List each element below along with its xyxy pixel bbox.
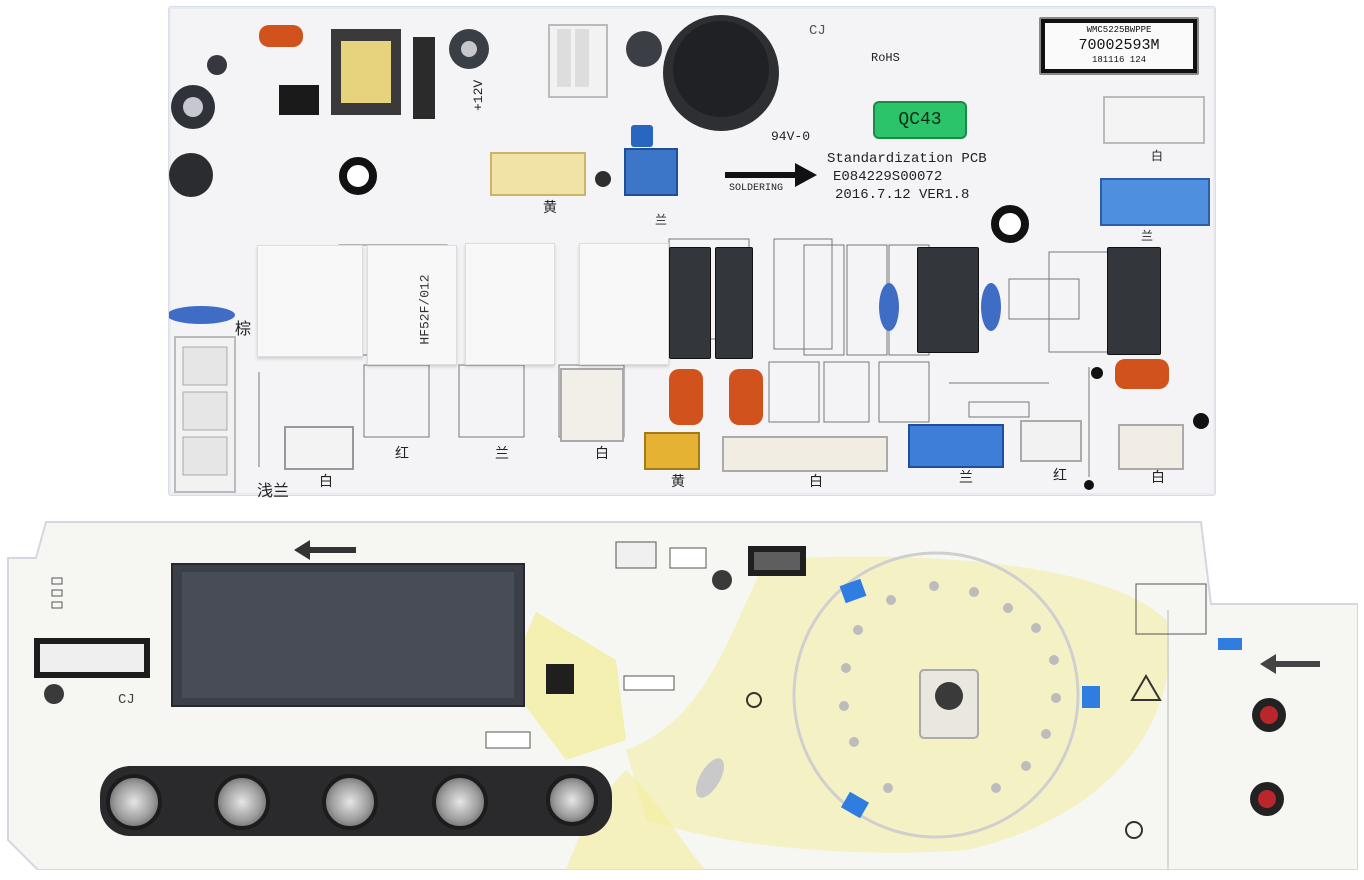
display-board-code: CJ: [118, 692, 135, 708]
relay: HF52F/012: [367, 245, 457, 365]
relay-dark: [1107, 247, 1161, 355]
product-label-sticker: WMC5225BWPPE 70002593M 181116 124: [1039, 17, 1199, 75]
voltage-label: +12V: [471, 79, 486, 111]
connector-label-cn4: 红: [395, 447, 409, 463]
connector-label-cn5: 兰: [655, 214, 668, 228]
function-button-4[interactable]: [432, 774, 488, 830]
display-control-board: CJ: [6, 520, 1358, 870]
relay-dark: [669, 247, 711, 359]
relay: [579, 243, 669, 365]
connector-label-bottom-left: 浅兰: [257, 483, 290, 501]
connector-label-cn6: 白: [809, 475, 823, 491]
mounting-hole: [339, 157, 377, 195]
connector-label-cn14: 兰: [1141, 230, 1154, 244]
relay: [465, 243, 555, 365]
connector-label-cn10: 白: [319, 475, 333, 491]
soldering-direction: SOLDERING: [729, 183, 784, 194]
standardization-text: Standardization PCB: [827, 151, 987, 167]
connector-label-cn8: 黄: [543, 201, 557, 217]
label-line-2: 70002593M: [1078, 37, 1160, 54]
relay: [257, 245, 363, 357]
power-button[interactable]: [1252, 698, 1286, 732]
program-selector-knob[interactable]: [920, 670, 978, 738]
function-button-3[interactable]: [322, 774, 378, 830]
relay-dark: [715, 247, 753, 359]
display-board-art: [7, 521, 1358, 870]
connector-label-cn11: 黄: [671, 475, 685, 491]
relay-marking: HF52F/012: [417, 274, 433, 345]
function-button-5[interactable]: [546, 774, 598, 826]
connector-label-cn12: 白: [1151, 150, 1164, 164]
function-button-1[interactable]: [106, 774, 162, 830]
rohs-mark: RoHS: [871, 51, 900, 65]
connector-label-cn9: 白: [595, 447, 609, 463]
film-capacitor: [729, 369, 763, 425]
relay-dark: [917, 247, 979, 353]
film-capacitor: [1115, 359, 1169, 389]
qc-badge: QC43: [873, 101, 967, 139]
connector-label-left: 棕: [235, 321, 252, 339]
start-pause-button[interactable]: [1250, 782, 1284, 816]
film-capacitor: [669, 369, 703, 425]
pcb-number: E084229S00072: [833, 169, 943, 185]
label-line-3: 181116 124: [1091, 55, 1146, 65]
connector-label-cn13: 红: [1053, 469, 1067, 485]
date-version: 2016.7.12 VER1.8: [835, 187, 970, 203]
film-capacitor: [259, 25, 303, 47]
main-board-trace-art: [169, 15, 1210, 493]
flammability-rating: 94V-0: [771, 129, 811, 144]
main-control-board: HF52F/012 WMC5225BWPPE 70002593M 181116 …: [168, 6, 1216, 501]
board-code: CJ: [809, 23, 826, 39]
connector-label-cn7: 兰: [495, 447, 509, 463]
connector-label-cn2: 白: [1151, 471, 1165, 487]
function-button-2[interactable]: [214, 774, 270, 830]
mounting-hole: [991, 205, 1029, 243]
label-line-1: WMC5225BWPPE: [1086, 25, 1152, 35]
connector-label-cn3: 兰: [959, 471, 973, 487]
